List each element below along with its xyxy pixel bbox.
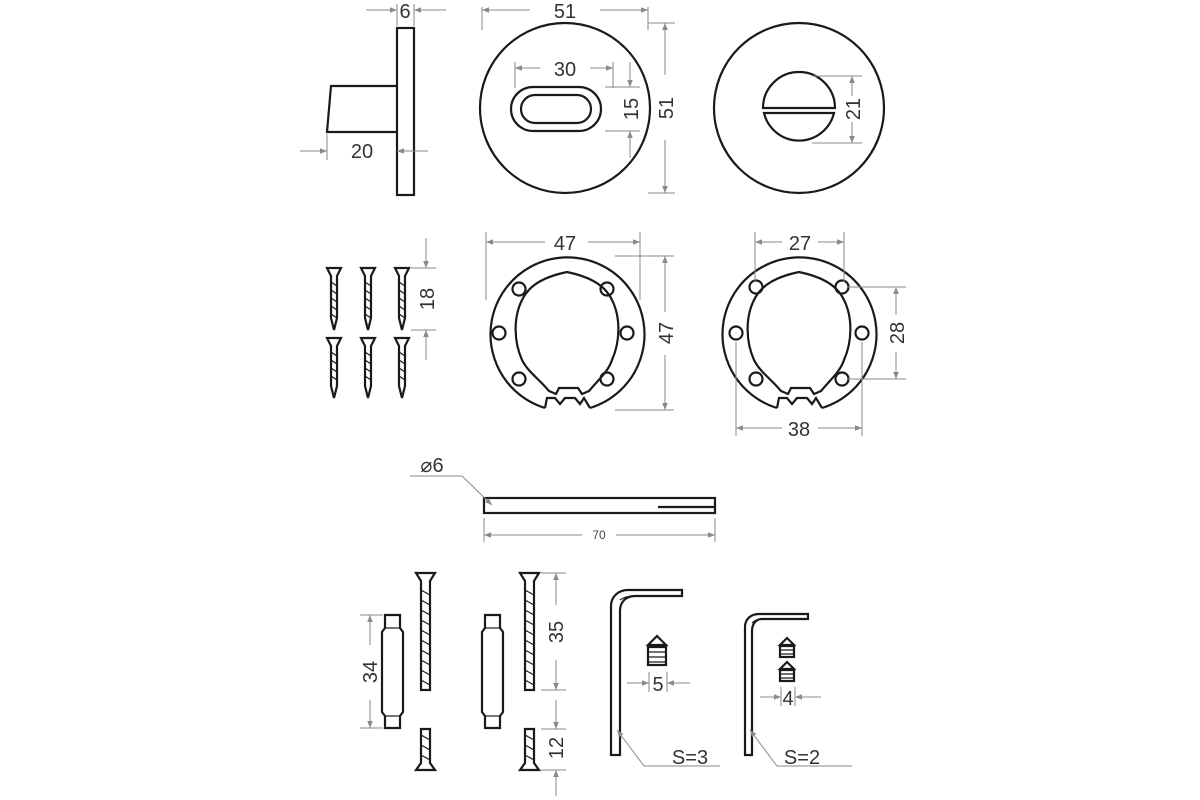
dim-spindle-length: 70 bbox=[483, 518, 716, 542]
rosette-turn-outer-circle bbox=[712, 21, 886, 195]
label-spindle-length: 70 bbox=[592, 528, 606, 542]
screw bbox=[393, 336, 411, 399]
mount-hole bbox=[511, 371, 527, 387]
base-plate-1-inner bbox=[514, 270, 620, 396]
turn-indicator-upper bbox=[761, 70, 837, 110]
sleeve-2 bbox=[480, 613, 505, 730]
mount-hole bbox=[511, 281, 527, 297]
side-view-knob bbox=[325, 84, 397, 134]
mount-hole bbox=[599, 371, 615, 387]
screw bbox=[325, 266, 343, 331]
screw bbox=[359, 266, 377, 331]
slot-inner bbox=[519, 93, 593, 125]
label-hex-key-large-size: 5 bbox=[652, 674, 663, 696]
dim-base2-inner-width: 27 bbox=[754, 232, 845, 282]
label-spindle-diameter: ⌀6 bbox=[420, 455, 443, 477]
label-base-outer-width: 47 bbox=[554, 233, 576, 255]
dim-spindle-diameter: ⌀6 bbox=[410, 455, 493, 506]
dim-rosette-height: 51 bbox=[648, 22, 678, 194]
sleeve-1 bbox=[380, 613, 405, 730]
base-plate-1 bbox=[489, 256, 646, 410]
label-hex-key-large: S=3 bbox=[672, 747, 708, 769]
label-base2-outer-width: 38 bbox=[788, 419, 810, 441]
label-sleeve-length: 34 bbox=[360, 661, 382, 683]
hex-key-large bbox=[609, 588, 684, 757]
bolt-long-2 bbox=[518, 571, 541, 692]
label-base2-hole-span: 28 bbox=[887, 322, 909, 344]
side-view-turn bbox=[325, 26, 416, 197]
mount-hole bbox=[728, 325, 744, 341]
mount-hole bbox=[619, 325, 635, 341]
label-base-outer-height: 47 bbox=[656, 322, 678, 344]
bolt-long-1 bbox=[414, 571, 437, 692]
dim-base2-outer-width: 38 bbox=[735, 342, 863, 441]
base-plate-2-inner bbox=[746, 270, 852, 396]
dim-hex-key-large: 5 bbox=[627, 672, 690, 696]
mount-hole bbox=[854, 325, 870, 341]
label-screw-length: 18 bbox=[417, 288, 439, 310]
spindle-body bbox=[482, 496, 717, 515]
slot-outer bbox=[509, 85, 603, 133]
dim-screw-length: 18 bbox=[411, 238, 439, 360]
base-plate-2-outer bbox=[721, 256, 878, 410]
mount-hole bbox=[834, 371, 850, 387]
rosette-front-slot bbox=[478, 21, 652, 195]
callout-hex-key-small: S=2 bbox=[749, 729, 852, 769]
dim-slot-height: 15 bbox=[605, 62, 643, 158]
dim-base-outer-height: 47 bbox=[615, 255, 678, 411]
label-hex-key-small-size: 4 bbox=[782, 688, 793, 710]
label-bolt-long-length: 35 bbox=[546, 621, 568, 643]
screw bbox=[393, 266, 411, 331]
mount-hole bbox=[748, 371, 764, 387]
spindle bbox=[482, 496, 717, 515]
dim-base-outer-width: 47 bbox=[485, 232, 641, 300]
label-hex-key-small: S=2 bbox=[784, 747, 820, 769]
hex-key-small bbox=[743, 612, 810, 757]
dim-slot-width: 30 bbox=[514, 59, 614, 88]
mount-hole bbox=[491, 325, 507, 341]
bolt-short-2 bbox=[517, 727, 542, 772]
label-slot-height: 15 bbox=[621, 98, 643, 120]
screw bbox=[325, 336, 343, 399]
set-screw-small-1 bbox=[777, 636, 797, 659]
bolt-short-1 bbox=[413, 727, 438, 772]
rosette-outer-circle bbox=[478, 21, 652, 195]
dim-hex-key-small: 4 bbox=[760, 687, 821, 710]
label-knob-length: 20 bbox=[351, 141, 373, 163]
base-plate-1-outer bbox=[489, 256, 646, 410]
mounting-screws bbox=[325, 266, 411, 399]
mount-hole bbox=[599, 281, 615, 297]
label-plate-thickness: 6 bbox=[399, 1, 410, 23]
dim-rosette-diameter: 51 bbox=[481, 1, 649, 30]
dim-bolt-long-length: 35 bbox=[541, 572, 568, 691]
label-rosette-diameter: 51 bbox=[554, 1, 576, 23]
screw bbox=[359, 336, 377, 399]
label-turn-slot-height: 21 bbox=[843, 98, 865, 120]
label-rosette-height: 51 bbox=[656, 97, 678, 119]
callout-hex-key-large: S=3 bbox=[616, 729, 720, 769]
dim-turn-slot-height: 21 bbox=[812, 75, 865, 144]
mount-hole bbox=[834, 279, 850, 295]
set-screw-small-2 bbox=[777, 660, 797, 683]
label-slot-width: 30 bbox=[554, 59, 576, 81]
dim-sleeve-length: 34 bbox=[360, 614, 383, 729]
base-plate-2 bbox=[721, 256, 878, 410]
mount-hole bbox=[748, 279, 764, 295]
label-base2-inner-width: 27 bbox=[789, 233, 811, 255]
dim-plate-thickness: 6 bbox=[366, 1, 446, 26]
dim-base2-hole-span: 28 bbox=[848, 286, 909, 380]
side-view-plate bbox=[395, 26, 416, 197]
dim-knob-length: 20 bbox=[300, 134, 428, 163]
dim-bolt-short-length: 12 bbox=[541, 700, 568, 796]
label-bolt-short-length: 12 bbox=[546, 737, 568, 759]
rosette-front-turn bbox=[712, 21, 886, 195]
set-screw-large bbox=[645, 634, 669, 667]
turn-indicator-lower bbox=[762, 111, 836, 142]
